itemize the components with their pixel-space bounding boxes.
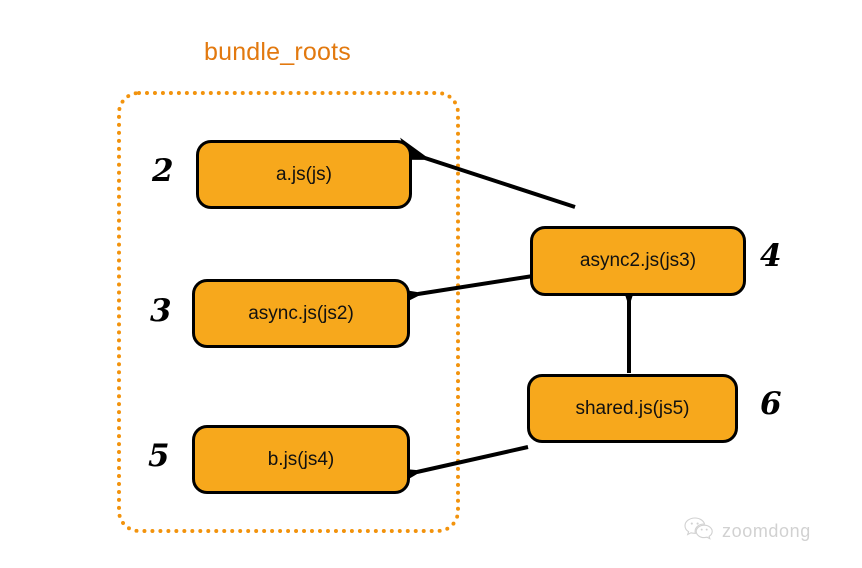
marker-b-js: 5	[148, 438, 170, 474]
node-label: async.js(js2)	[248, 302, 354, 324]
bundle-roots-group	[117, 91, 460, 533]
watermark: zoomdong	[684, 516, 811, 546]
node-async-js[interactable]: async.js(js2)	[192, 279, 410, 348]
group-title: bundle_roots	[204, 38, 351, 66]
marker-async2-js: 4	[760, 238, 782, 274]
node-b-js[interactable]: b.js(js4)	[192, 425, 410, 494]
node-label: a.js(js)	[276, 163, 332, 185]
node-label: shared.js(js5)	[575, 397, 690, 419]
node-label: b.js(js4)	[267, 448, 335, 470]
wechat-icon	[684, 516, 714, 546]
node-a-js[interactable]: a.js(js)	[196, 140, 412, 209]
marker-shared-js: 6	[760, 386, 782, 422]
watermark-text: zoomdong	[722, 520, 811, 541]
node-label: async2.js(js3)	[579, 250, 697, 271]
node-async2-js[interactable]: async2.js(js3)	[530, 226, 746, 296]
marker-async-js: 3	[150, 293, 172, 329]
node-shared-js[interactable]: shared.js(js5)	[527, 374, 738, 443]
marker-a-js: 2	[152, 153, 174, 189]
